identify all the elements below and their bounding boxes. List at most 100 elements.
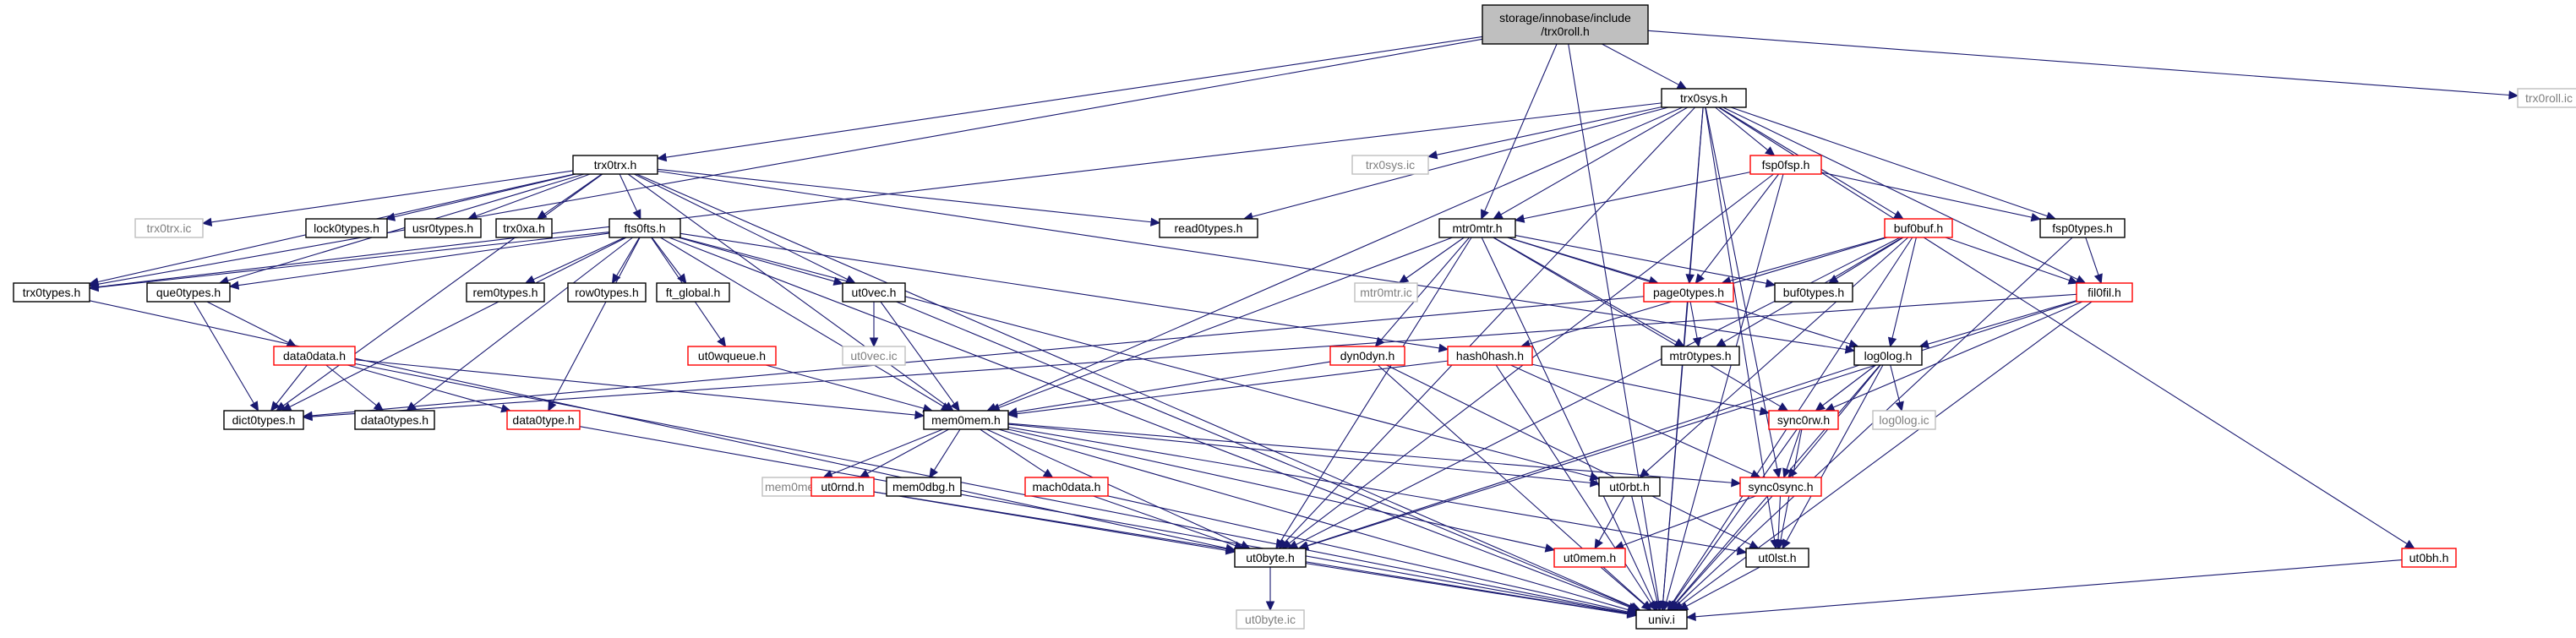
node-data0type[interactable]: data0type.h (506, 410, 581, 430)
node-trx0sys[interactable]: trx0sys.h (1661, 88, 1747, 108)
edge-fil0fil-to-sync0rw (1832, 301, 2083, 408)
node-box (1635, 609, 1688, 630)
edge-sync0sync-to-univ (1675, 495, 1773, 604)
edge-arrowhead (88, 277, 100, 286)
node-usr0types[interactable]: usr0types.h (404, 218, 482, 238)
node-ft_global[interactable]: ft_global.h (656, 282, 730, 303)
node-ut0byte[interactable]: ut0byte.h (1234, 548, 1307, 568)
edge-arrowhead (929, 467, 939, 479)
node-label: fts0fts.h (624, 221, 665, 235)
edge-log0log-to-log0log_ic (1890, 364, 1901, 403)
edge-fts0fts-to-row0types (616, 237, 640, 276)
node-trx0sys_ic[interactable]: trx0sys.ic (1351, 155, 1429, 175)
node-ut0vec[interactable]: ut0vec.h (842, 282, 906, 303)
edge-arrowhead (2404, 539, 2415, 549)
edge-trx0sys-to-ut0lst (1705, 106, 1776, 541)
edge-trx0trx-to-trx0xa (543, 173, 603, 215)
edge-arrowhead (869, 337, 879, 348)
edge-arrowhead (632, 209, 641, 221)
node-box (810, 477, 875, 497)
edge-data0data-to-data0types (325, 364, 377, 406)
edge-arrowhead (1652, 600, 1662, 612)
node-root[interactable]: storage/innobase/include/trx0roll.h (1482, 4, 1649, 45)
node-trx0trx[interactable]: trx0trx.h (572, 155, 658, 175)
node-log0log[interactable]: log0log.h (1853, 346, 1923, 366)
edge-mem0mem-to-mem0mem_ic (831, 428, 943, 475)
edge-arrowhead (1481, 209, 1489, 221)
graph-edges (88, 30, 2519, 622)
node-dyn0dyn[interactable]: dyn0dyn.h (1329, 346, 1405, 366)
node-mtr0mtr[interactable]: mtr0mtr.h (1438, 218, 1516, 238)
edge-mach0data-to-univ (1107, 495, 1629, 613)
node-mtr0types[interactable]: mtr0types.h (1661, 346, 1740, 366)
node-buf0buf[interactable]: buf0buf.h (1884, 218, 1953, 238)
edge-arrowhead (1748, 540, 1760, 549)
edge-arrowhead (822, 470, 834, 478)
node-mach0data[interactable]: mach0data.h (1024, 477, 1109, 497)
node-ut0bh[interactable]: ut0bh.h (2401, 548, 2457, 568)
node-label: trx0sys.ic (1366, 158, 1415, 172)
node-trx0types[interactable]: trx0types.h (13, 282, 90, 303)
node-row0types[interactable]: row0types.h (567, 282, 647, 303)
node-label: dict0types.h (232, 413, 296, 427)
node-mem0dbg[interactable]: mem0dbg.h (886, 477, 962, 497)
edge-fts0fts-to-ut0rbt (679, 237, 1591, 477)
node-mem0mem[interactable]: mem0mem.h (923, 410, 1009, 430)
node-ut0mem[interactable]: ut0mem.h (1553, 548, 1626, 568)
node-ut0byte_ic[interactable]: ut0byte.ic (1236, 609, 1305, 630)
edge-arrowhead (1149, 217, 1161, 226)
node-data0data[interactable]: data0data.h (273, 346, 356, 366)
edge-root-to-trx0roll_ic (1647, 30, 2510, 96)
node-fsp0types[interactable]: fsp0types.h (2039, 218, 2126, 238)
edge-mtr0mtr-to-ut0byte (1280, 237, 1472, 542)
node-label: mtr0mtr.h (1452, 221, 1502, 235)
edge-arrowhead (201, 217, 213, 227)
node-label: ut0mem.h (1564, 551, 1616, 564)
node-que0types[interactable]: que0types.h (146, 282, 231, 303)
node-hash0hash[interactable]: hash0hash.h (1447, 346, 1533, 366)
edge-arrowhead (1544, 543, 1556, 553)
node-ut0vec_ic[interactable]: ut0vec.ic (842, 346, 906, 366)
node-fsp0fsp[interactable]: fsp0fsp.h (1749, 155, 1822, 175)
node-ut0lst[interactable]: ut0lst.h (1745, 548, 1809, 568)
node-label: mtr0mtr.ic (1360, 286, 1411, 299)
node-log0log_ic[interactable]: log0log.ic (1872, 410, 1936, 430)
node-label: fsp0types.h (2052, 221, 2113, 235)
node-ut0wqueue[interactable]: ut0wqueue.h (687, 346, 777, 366)
node-read0types[interactable]: read0types.h (1159, 218, 1258, 238)
node-fil0fil[interactable]: fil0fil.h (2076, 282, 2133, 303)
node-dict0types[interactable]: dict0types.h (223, 410, 304, 430)
node-ut0rbt[interactable]: ut0rbt.h (1598, 477, 1661, 497)
node-sync0sync[interactable]: sync0sync.h (1739, 477, 1822, 497)
node-data0types[interactable]: data0types.h (354, 410, 435, 430)
edge-arrowhead (2030, 212, 2042, 222)
node-trx0trx_ic[interactable]: trx0trx.ic (134, 218, 204, 238)
node-ut0rnd[interactable]: ut0rnd.h (810, 477, 875, 497)
edge-arrowhead (1676, 80, 1688, 90)
node-box (1661, 346, 1740, 366)
node-box (223, 410, 304, 430)
edge-arrowhead (524, 275, 536, 284)
node-label: univ.i (1648, 613, 1675, 626)
node-trx0xa[interactable]: trx0xa.h (495, 218, 553, 238)
node-trx0roll_ic[interactable]: trx0roll.ic (2517, 88, 2576, 108)
node-buf0types[interactable]: buf0types.h (1774, 282, 1853, 303)
edge-fsp0fsp-to-page0types (1700, 173, 1780, 277)
edge-arrowhead (950, 401, 960, 412)
node-box (1354, 282, 1418, 303)
node-univ[interactable]: univ.i (1635, 609, 1688, 630)
node-label: mach0data.h (1033, 480, 1101, 493)
node-mtr0mtr_ic[interactable]: mtr0mtr.ic (1354, 282, 1418, 303)
edge-trx0trx-to-dict0types (282, 173, 603, 406)
node-fts0fts[interactable]: fts0fts.h (609, 218, 681, 238)
edge-trx0sys-to-mtr0mtr (1500, 106, 1689, 215)
node-label: trx0trx.ic (147, 221, 192, 235)
node-box (1159, 218, 1258, 238)
node-sync0rw[interactable]: sync0rw.h (1768, 410, 1839, 430)
node-rem0types[interactable]: rem0types.h (466, 282, 545, 303)
edge-log0log-to-ut0byte (1306, 364, 1860, 547)
node-lock0types[interactable]: lock0types.h (305, 218, 388, 238)
node-page0types[interactable]: page0types.h (1643, 282, 1734, 303)
edge-fts0fts-to-data0types (412, 237, 633, 406)
edge-arrowhead (2093, 273, 2103, 285)
